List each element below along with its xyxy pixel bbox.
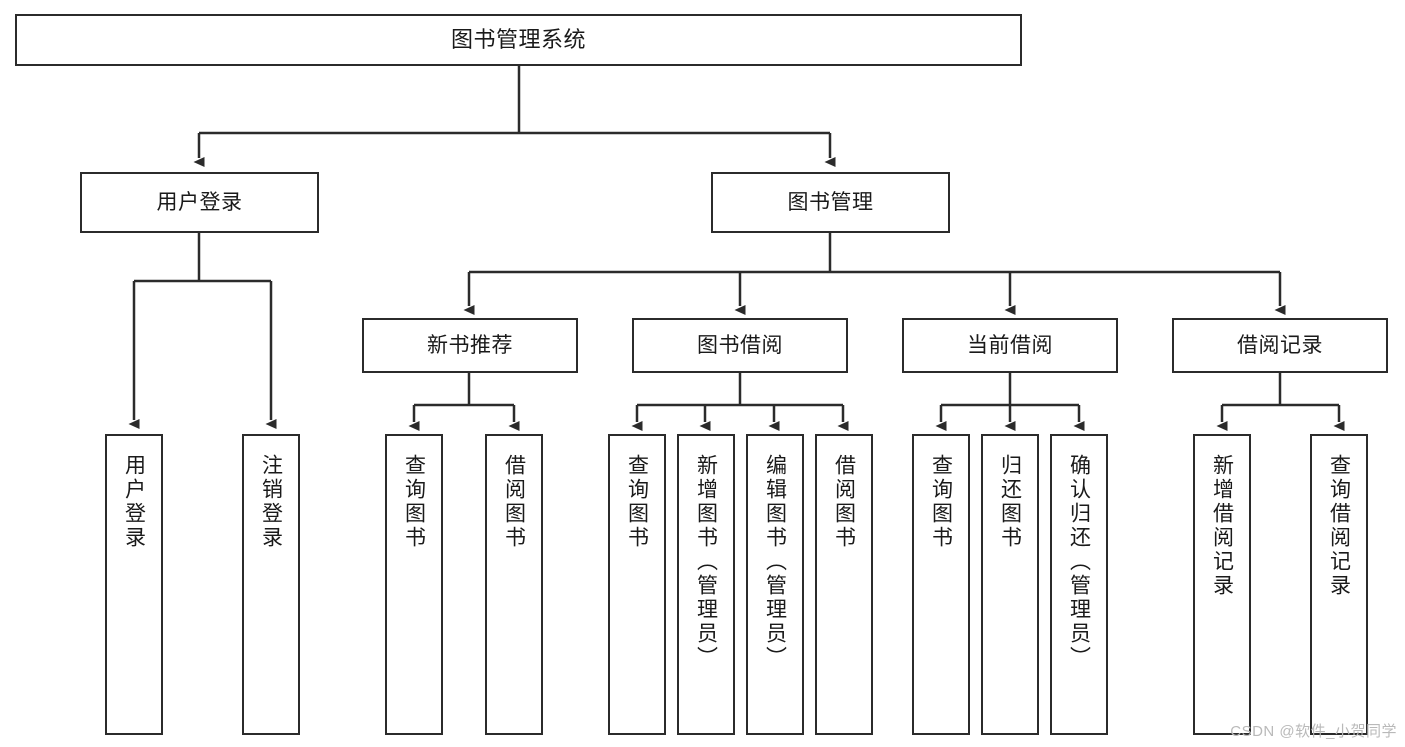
node-borrow-record-label: 借阅记录 bbox=[1237, 333, 1323, 357]
node-leaf-query-book-3[interactable]: 查询图书 bbox=[912, 434, 970, 735]
node-leaf-query-book-2-label: 查询图书 bbox=[625, 454, 649, 550]
watermark: CSDN @软件_小贺同学 bbox=[1230, 723, 1397, 740]
node-book-manage-label: 图书管理 bbox=[787, 190, 874, 214]
node-leaf-borrow-book-2-label: 借阅图书 bbox=[832, 454, 856, 550]
node-leaf-user-logout-label: 注销登录 bbox=[259, 454, 283, 550]
node-leaf-confirm-return-label: 确认归还（管理员） bbox=[1067, 454, 1091, 670]
node-leaf-user-login-label: 用户登录 bbox=[122, 454, 146, 550]
node-book-manage[interactable]: 图书管理 bbox=[711, 172, 950, 233]
node-leaf-user-logout[interactable]: 注销登录 bbox=[242, 434, 300, 735]
node-leaf-add-book[interactable]: 新增图书（管理员） bbox=[677, 434, 735, 735]
node-leaf-query-book-1-label: 查询图书 bbox=[402, 454, 426, 550]
node-root[interactable]: 图书管理系统 bbox=[15, 14, 1022, 66]
node-leaf-query-book-1[interactable]: 查询图书 bbox=[385, 434, 443, 735]
node-new-book-rec[interactable]: 新书推荐 bbox=[362, 318, 578, 373]
node-leaf-borrow-book-1[interactable]: 借阅图书 bbox=[485, 434, 543, 735]
node-leaf-add-record[interactable]: 新增借阅记录 bbox=[1193, 434, 1251, 735]
node-current-borrow[interactable]: 当前借阅 bbox=[902, 318, 1118, 373]
node-root-label: 图书管理系统 bbox=[450, 26, 586, 52]
node-leaf-borrow-book-1-label: 借阅图书 bbox=[502, 454, 526, 550]
node-book-borrow[interactable]: 图书借阅 bbox=[632, 318, 848, 373]
node-leaf-edit-book-label: 编辑图书（管理员） bbox=[763, 454, 787, 670]
node-borrow-record[interactable]: 借阅记录 bbox=[1172, 318, 1388, 373]
node-leaf-query-record-label: 查询借阅记录 bbox=[1327, 454, 1351, 598]
node-new-book-rec-label: 新书推荐 bbox=[427, 333, 513, 357]
node-leaf-user-login[interactable]: 用户登录 bbox=[105, 434, 163, 735]
node-leaf-edit-book[interactable]: 编辑图书（管理员） bbox=[746, 434, 804, 735]
node-user-login[interactable]: 用户登录 bbox=[80, 172, 319, 233]
node-leaf-borrow-book-2[interactable]: 借阅图书 bbox=[815, 434, 873, 735]
node-book-borrow-label: 图书借阅 bbox=[697, 333, 783, 357]
node-leaf-return-book-label: 归还图书 bbox=[998, 454, 1022, 550]
node-leaf-query-book-2[interactable]: 查询图书 bbox=[608, 434, 666, 735]
node-leaf-query-book-3-label: 查询图书 bbox=[929, 454, 953, 550]
node-leaf-return-book[interactable]: 归还图书 bbox=[981, 434, 1039, 735]
node-current-borrow-label: 当前借阅 bbox=[967, 333, 1053, 357]
node-leaf-confirm-return[interactable]: 确认归还（管理员） bbox=[1050, 434, 1108, 735]
node-leaf-query-record[interactable]: 查询借阅记录 bbox=[1310, 434, 1368, 735]
node-leaf-add-record-label: 新增借阅记录 bbox=[1210, 454, 1234, 598]
node-user-login-label: 用户登录 bbox=[156, 190, 243, 214]
node-leaf-add-book-label: 新增图书（管理员） bbox=[694, 454, 718, 670]
